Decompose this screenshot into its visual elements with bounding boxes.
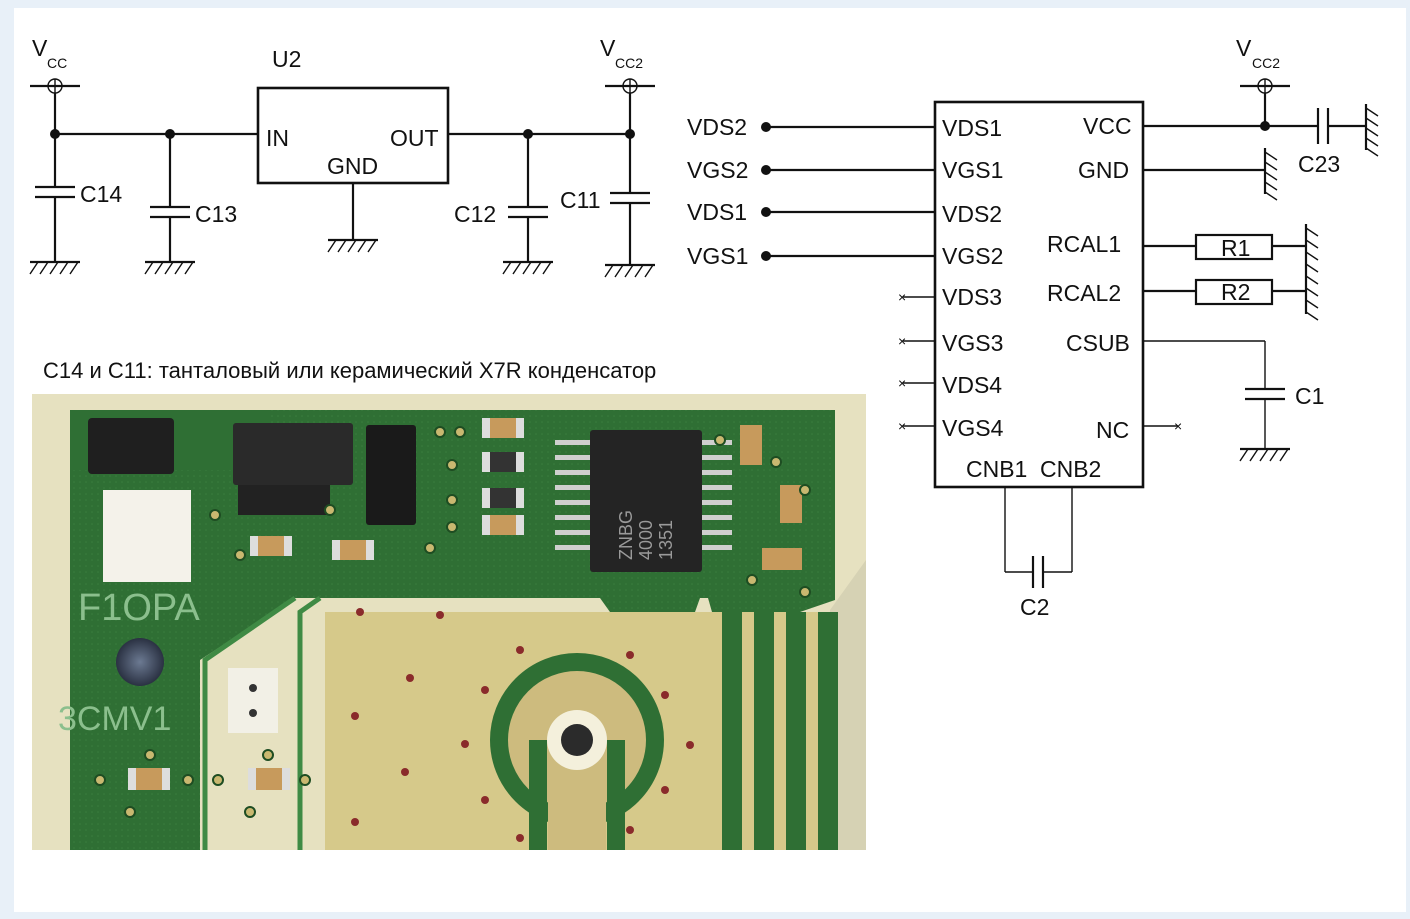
vcc2-label-left: V bbox=[600, 35, 616, 61]
regulator-ref: U2 bbox=[272, 46, 301, 72]
input-vgs2: VGS2 bbox=[687, 157, 935, 183]
ic-pin-label: VDS1 bbox=[942, 115, 1002, 141]
ic-pin-label: CNB1 bbox=[966, 456, 1027, 482]
bias-controller-ic bbox=[933, 100, 1145, 489]
svg-text:×: × bbox=[898, 333, 906, 349]
vcc2-subscript-right: CC2 bbox=[1252, 55, 1280, 71]
ic-pin-label: VDS4 bbox=[942, 372, 1002, 398]
silk-text: F1OPA bbox=[78, 587, 200, 629]
ic-pin-label: VDS3 bbox=[942, 284, 1002, 310]
capacitor-c11: C11 bbox=[560, 134, 655, 278]
bias-controller-schematic: VDS2 VGS2 VDS1 VGS1 VDS1 VGS1 VDS2 VGS2 … bbox=[687, 35, 1379, 620]
ic-pin-label: VGS3 bbox=[942, 330, 1003, 356]
chip-marking: ZNBG bbox=[616, 510, 636, 560]
silk-text: 3CMV1 bbox=[58, 700, 171, 738]
r1-label: R1 bbox=[1221, 235, 1250, 261]
c23-label: C23 bbox=[1298, 151, 1340, 177]
chip-marking: 1351 bbox=[656, 520, 676, 560]
regulator-schematic: V CC V CC2 U2 IN OUT GND bbox=[29, 35, 655, 278]
r2-label: R2 bbox=[1221, 279, 1250, 305]
ic-pin-label: VGS2 bbox=[942, 243, 1003, 269]
c13-label: C13 bbox=[195, 201, 237, 227]
pcb-photo: ZNBG 4000 1351 bbox=[32, 394, 866, 850]
ic-pin-label: CSUB bbox=[1066, 330, 1130, 356]
ic-pin-label: RCAL1 bbox=[1047, 231, 1121, 257]
vcc-terminal: V CC bbox=[30, 35, 80, 94]
regulator-pin-in: IN bbox=[266, 125, 289, 151]
input-vds1: VDS1 bbox=[687, 199, 935, 225]
input-vgs1: VGS1 bbox=[687, 243, 935, 269]
vcc2-label-right: V bbox=[1236, 35, 1252, 61]
input-label: VDS2 bbox=[687, 114, 747, 140]
capacitor-c12: C12 bbox=[454, 134, 553, 275]
resistor-r1: R1 bbox=[1143, 233, 1306, 261]
ground-symbol bbox=[327, 238, 378, 253]
no-connect-markers: × × × × × bbox=[898, 289, 1182, 434]
vcc-subscript: CC bbox=[47, 55, 67, 71]
c12-label: C12 bbox=[454, 201, 496, 227]
c14-label: C14 bbox=[80, 181, 122, 207]
ground-symbol bbox=[1143, 148, 1278, 201]
c2-label: C2 bbox=[1020, 594, 1049, 620]
photo-caption: С14 и С11: танталовый или керамический X… bbox=[43, 358, 656, 383]
ground-symbol bbox=[1304, 224, 1319, 321]
ic-pin-label: NC bbox=[1096, 417, 1129, 443]
capacitor-c23: C23 bbox=[1143, 93, 1379, 177]
capacitor-c13: C13 bbox=[144, 134, 237, 275]
input-label: VGS2 bbox=[687, 157, 748, 183]
c1-label: C1 bbox=[1295, 383, 1324, 409]
input-vds2: VDS2 bbox=[687, 114, 935, 140]
ic-pin-label: VGS4 bbox=[942, 415, 1004, 441]
vcc2-subscript-left: CC2 bbox=[615, 55, 643, 71]
resistor-r2: R2 bbox=[1143, 278, 1306, 306]
ic-pin-label: CNB2 bbox=[1040, 456, 1101, 482]
ic-pin-label: VCC bbox=[1083, 113, 1132, 139]
vcc2-terminal-right: V CC2 bbox=[1236, 35, 1290, 94]
svg-text:×: × bbox=[898, 375, 906, 391]
svg-text:×: × bbox=[898, 289, 906, 305]
svg-text:×: × bbox=[898, 418, 906, 434]
vcc-label: V bbox=[32, 35, 48, 61]
ic-pin-label: RCAL2 bbox=[1047, 280, 1121, 306]
regulator-pin-gnd: GND bbox=[327, 153, 378, 179]
ic-pin-label: GND bbox=[1078, 157, 1129, 183]
c11-label: C11 bbox=[560, 187, 601, 213]
input-label: VDS1 bbox=[687, 199, 747, 225]
vcc2-terminal-left: V CC2 bbox=[600, 35, 655, 94]
capacitor-c1: C1 bbox=[1143, 340, 1324, 462]
input-label: VGS1 bbox=[687, 243, 748, 269]
regulator-pin-out: OUT bbox=[390, 125, 439, 151]
capacitor-c14: C14 bbox=[29, 134, 122, 275]
chip-marking: 4000 bbox=[636, 520, 656, 560]
regulator-u2 bbox=[256, 86, 450, 185]
capacitor-c2: C2 bbox=[1004, 487, 1073, 620]
ic-pin-label: VGS1 bbox=[942, 157, 1003, 183]
svg-text:×: × bbox=[1174, 418, 1182, 434]
ic-pin-label: VDS2 bbox=[942, 201, 1002, 227]
controller-chip bbox=[590, 430, 702, 572]
